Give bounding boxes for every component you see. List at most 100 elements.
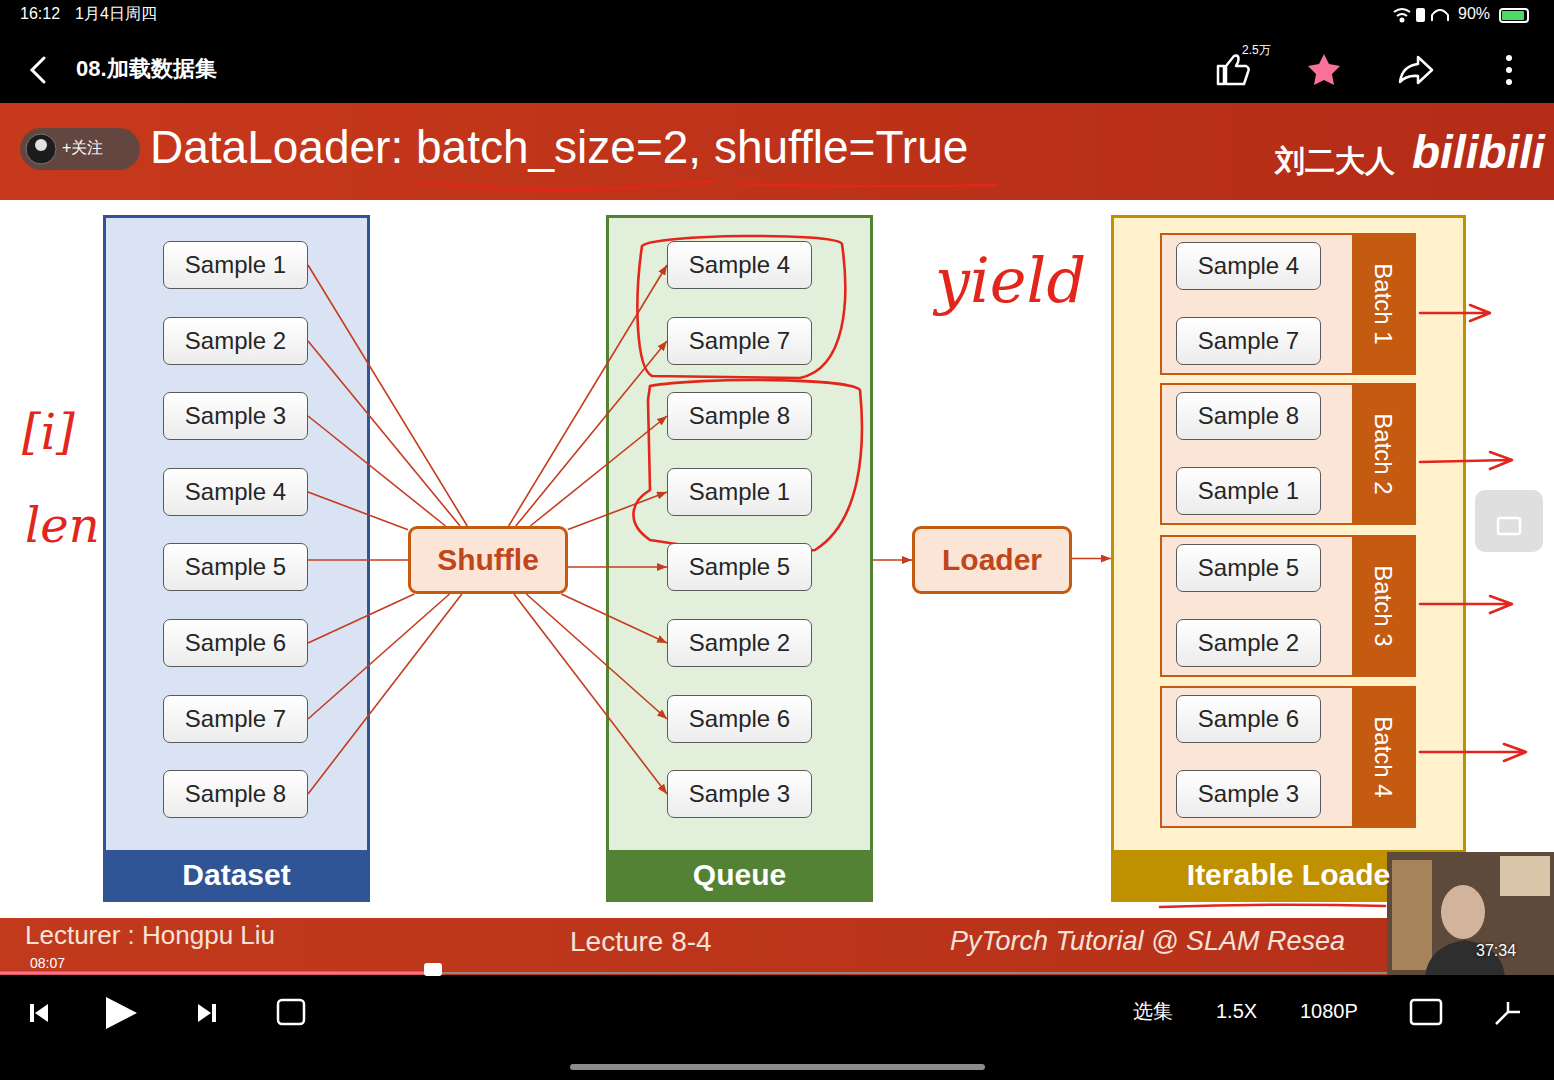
status-date: 1月4日周四 — [75, 5, 157, 23]
sample-box: Sample 3 — [163, 392, 308, 440]
stage-panel: Dataset Sample 1 Sample 2 Sample 3 Sample 4 S… — [103, 215, 370, 902]
prev-icon — [35, 1004, 48, 1022]
sample-box: Sample 1 — [163, 241, 308, 289]
panel-title: Queue — [693, 858, 786, 892]
slide-footer — [0, 918, 1554, 975]
playback-icons — [30, 997, 216, 1029]
panel-title: Iterable Loade — [1187, 858, 1390, 892]
sample-box: Sample 3 — [1176, 770, 1321, 818]
home-indicator — [570, 1064, 985, 1070]
sample-label: Sample 4 — [689, 251, 790, 279]
sample-label: Sample 3 — [1198, 780, 1299, 808]
fullscreen-icon — [1496, 1002, 1520, 1024]
panel-footer: Iterable Loade — [1114, 850, 1463, 899]
slide-header — [0, 103, 1554, 200]
batch-group: Batch 4Sample 6Sample 3 — [1160, 686, 1416, 828]
favorite-icon — [1308, 54, 1340, 85]
site-logo: bilibili — [1412, 126, 1545, 179]
like-icon — [1218, 56, 1249, 84]
top-bar — [0, 0, 1554, 103]
sample-label: Sample 7 — [689, 327, 790, 355]
back-icon — [32, 58, 44, 82]
follow-button: +关注 — [62, 139, 103, 157]
sample-box: Sample 7 — [1176, 317, 1321, 365]
sample-box: Sample 4 — [667, 241, 812, 289]
underline-stroke — [1160, 905, 1385, 907]
sample-label: Sample 3 — [689, 780, 790, 808]
sample-box: Sample 2 — [163, 317, 308, 365]
next-icon — [198, 1004, 211, 1022]
sample-box: Sample 6 — [667, 695, 812, 743]
sample-label: Sample 6 — [1198, 705, 1299, 733]
process-label: Loader — [942, 543, 1042, 577]
sample-box: Sample 8 — [667, 392, 812, 440]
sample-label: Sample 1 — [689, 478, 790, 506]
flow-connector — [873, 559, 912, 561]
sample-label: Sample 5 — [689, 553, 790, 581]
lecturer-name: Lecturer : Hongpu Liu — [25, 921, 275, 951]
batch-group: Batch 3Sample 5Sample 2 — [1160, 535, 1416, 677]
more-dot — [1506, 79, 1512, 85]
batch-strip: Batch 2 — [1352, 385, 1414, 523]
share-icon — [1400, 57, 1432, 83]
stage-panel: Iterable LoadeBatch 1Sample 4Sample 7Bat… — [1111, 215, 1466, 902]
more-icon — [1506, 55, 1512, 85]
status-time: 16:12 — [20, 5, 60, 23]
process-label: Shuffle — [437, 543, 539, 577]
sample-box: Sample 6 — [1176, 695, 1321, 743]
sample-label: Sample 8 — [1198, 402, 1299, 430]
play-icon — [106, 997, 137, 1029]
panel-footer: Dataset — [106, 850, 367, 899]
video-title: 08.加载数据集 — [76, 56, 217, 81]
progress-played — [0, 972, 430, 975]
danmaku-icon — [278, 1000, 304, 1024]
sample-box: Sample 7 — [163, 695, 308, 743]
progress-track — [0, 972, 1554, 974]
progress-thumb — [424, 963, 442, 976]
sample-label: Sample 6 — [689, 705, 790, 733]
sample-box: Sample 8 — [1176, 392, 1321, 440]
battery-icon — [1500, 9, 1528, 22]
sample-label: Sample 7 — [185, 705, 286, 733]
batch-strip: Batch 1 — [1352, 235, 1414, 373]
handwritten-note: yield — [935, 245, 1086, 316]
sample-label: Sample 8 — [185, 780, 286, 808]
pen-strokes — [416, 181, 1526, 907]
process-box: Loader — [912, 526, 1072, 594]
sample-label: Sample 7 — [1198, 327, 1299, 355]
sample-label: Sample 4 — [185, 478, 286, 506]
follow-pill — [20, 128, 140, 170]
avatar — [26, 134, 56, 164]
control-bar — [0, 975, 1554, 1080]
handwritten-note: len — [25, 498, 100, 553]
lock-button — [1475, 490, 1543, 552]
pip-icon — [1411, 1000, 1441, 1024]
elapsed-time: 08:07 — [30, 955, 65, 971]
sample-label: Sample 4 — [1198, 252, 1299, 280]
sample-box: Sample 1 — [1176, 467, 1321, 515]
sample-label: Sample 6 — [185, 629, 286, 657]
batch-label: Batch 1 — [1369, 263, 1397, 344]
sample-box: Sample 6 — [163, 619, 308, 667]
wall-lamp — [1500, 856, 1550, 896]
panel-title: Dataset — [182, 858, 290, 892]
more-dot — [1506, 67, 1512, 73]
sample-label: Sample 1 — [1198, 477, 1299, 505]
batch-label: Batch 3 — [1369, 565, 1397, 646]
underline-stroke — [416, 181, 713, 190]
sample-box: Sample 4 — [1176, 242, 1321, 290]
batch-group: Batch 1 Sample 4 Sample 7 — [1160, 233, 1416, 375]
prev-bar — [30, 1004, 34, 1022]
stage-panel: Queue Sample 4 Sample 7 Sample 8 Sample 1 Sam… — [606, 215, 873, 902]
sample-label: Sample 1 — [185, 251, 286, 279]
speed-button: 1.5X — [1216, 1000, 1257, 1023]
next-bar — [212, 1004, 216, 1022]
like-count: 2.5万 — [1242, 44, 1271, 58]
more-dot — [1506, 55, 1512, 61]
sample-box: Sample 5 — [163, 543, 308, 591]
sample-label: Sample 8 — [689, 402, 790, 430]
sample-box: Sample 2 — [667, 619, 812, 667]
handwritten-note: [i] — [22, 405, 75, 460]
sample-box: Sample 5 — [667, 543, 812, 591]
